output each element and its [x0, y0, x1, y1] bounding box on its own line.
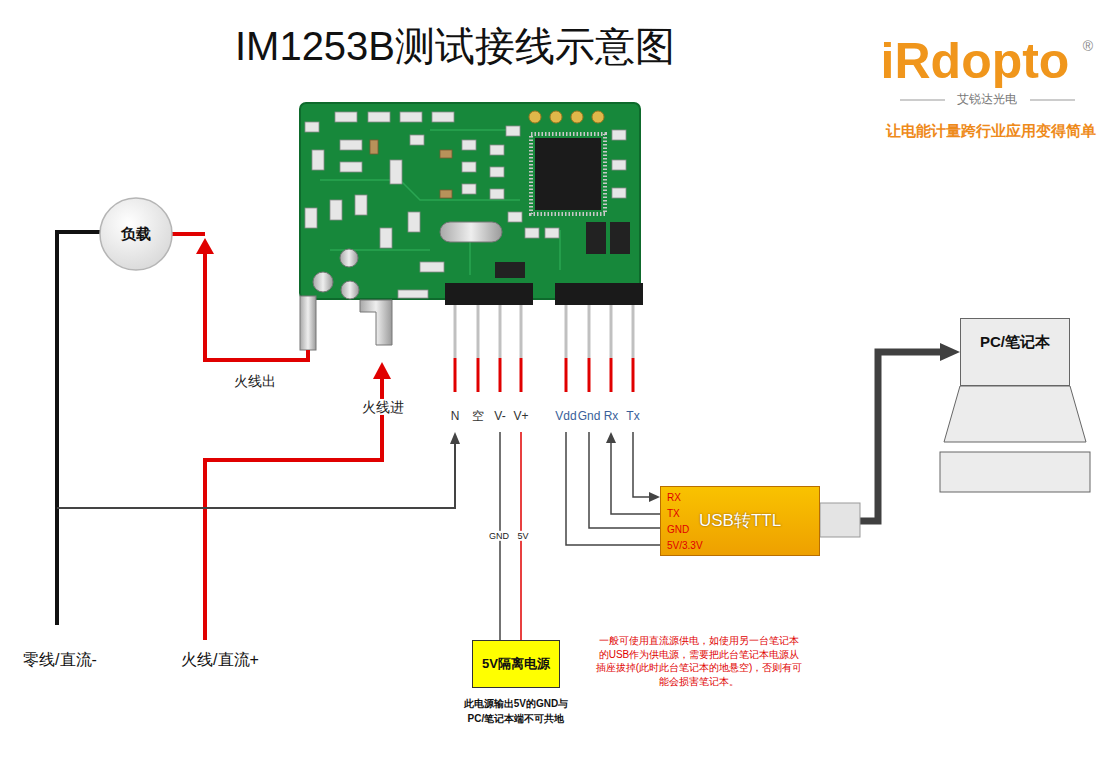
- logo-rule: [1030, 100, 1075, 101]
- node-caption: 此电源输出5V的GND与PC/笔记本端不可共地: [460, 696, 572, 726]
- pin-name: Rx: [604, 410, 619, 424]
- usb-ttl-module: RX TX GND 5V/3.3V USB转TTL: [660, 486, 820, 556]
- pin-name: 空: [472, 410, 484, 424]
- pc-screen: PC/笔记本: [960, 318, 1070, 386]
- arrow-head: [373, 362, 391, 379]
- node-title: 5V隔离电源: [482, 656, 550, 672]
- neutral-sense-wire: [57, 444, 455, 508]
- arrow-head: [606, 432, 616, 443]
- node-title: USB转TTL: [699, 511, 781, 531]
- arrow-head: [649, 492, 660, 502]
- pin-name: RX: [667, 492, 681, 504]
- laptop-base: [944, 386, 1086, 442]
- gnd-wire: [589, 432, 660, 528]
- usb-plug: [820, 503, 860, 537]
- terminal-label: 零线/直流-: [23, 651, 97, 669]
- live-out-wire: [172, 232, 205, 236]
- load-circle: 负载: [99, 197, 173, 271]
- signal-name: GND: [487, 531, 511, 541]
- warning-note: 一般可使用直流源供电，如使用另一台笔记本的USB作为供电源，需要把此台笔记本电源…: [595, 634, 803, 688]
- pin-name: 5V/3.3V: [667, 540, 703, 552]
- pin-name: N: [451, 410, 460, 424]
- signal-name: 5V: [515, 531, 530, 541]
- live-out-wire: [205, 252, 308, 360]
- terminal-label: 火线/直流+: [181, 651, 259, 669]
- node-title: 负载: [121, 225, 151, 243]
- diagram-title: IM1253B测试接线示意图: [235, 19, 675, 74]
- keyboard: [940, 452, 1090, 492]
- arrow-head: [196, 238, 214, 254]
- node-title: PC/笔记本: [980, 333, 1050, 351]
- wire-label: 火线进: [360, 399, 406, 415]
- rx-wire: [611, 442, 660, 514]
- pin-name: V-: [494, 410, 505, 424]
- pin-name: V+: [513, 410, 528, 424]
- pin-name: Gnd: [578, 410, 601, 424]
- arrow-head: [450, 432, 460, 444]
- tx-wire: [633, 432, 650, 497]
- neutral-wire: [57, 232, 100, 625]
- logo-rule: [900, 100, 945, 101]
- pin-name: Tx: [626, 410, 639, 424]
- pin-name: Vdd: [555, 410, 576, 424]
- data-link-arrow: [820, 352, 944, 521]
- wire-label: 火线出: [234, 373, 276, 389]
- pin-name: GND: [667, 524, 689, 536]
- registered-mark: ®: [1083, 38, 1093, 54]
- brand-subtitle: 艾锐达光电: [957, 93, 1017, 107]
- im1253b-board: [300, 103, 643, 392]
- brand-logo: iRdopto: [881, 33, 1070, 91]
- pin-name: TX: [667, 508, 680, 520]
- isolated-power-box: 5V隔离电源此电源输出5V的GND与PC/笔记本端不可共地: [472, 640, 560, 688]
- brand-slogan: 让电能计量跨行业应用变得简单: [886, 122, 1096, 139]
- vdd-wire: [566, 432, 660, 545]
